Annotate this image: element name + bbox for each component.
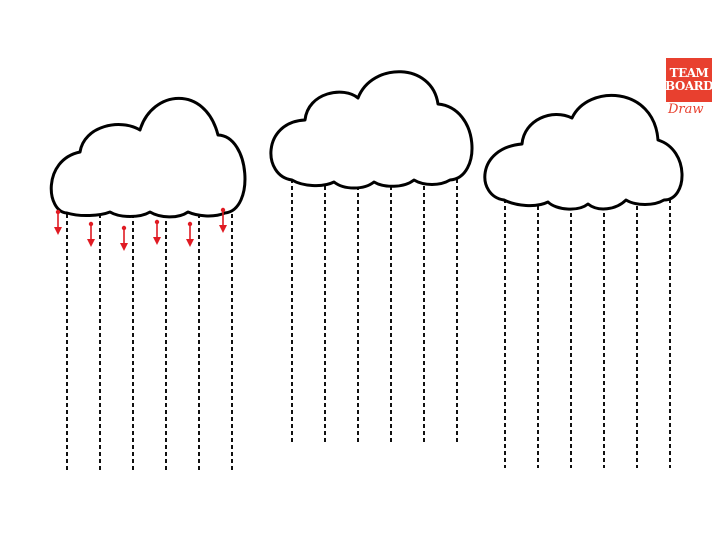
red-drop-arrow-icon bbox=[120, 225, 128, 251]
red-drop-arrow-icon bbox=[186, 221, 194, 247]
teamboard-logo: TEAM BOARD bbox=[665, 58, 714, 102]
left-cloud-drop-arrows bbox=[54, 207, 227, 251]
right-cloud-rain-lines bbox=[504, 192, 671, 468]
left-cloud bbox=[49, 97, 247, 470]
red-drop-arrow-icon bbox=[219, 207, 227, 233]
right-cloud bbox=[483, 94, 684, 468]
center-cloud-rain-lines bbox=[291, 172, 458, 443]
center-cloud bbox=[269, 70, 474, 443]
right-cloud-shape bbox=[483, 94, 684, 211]
red-drop-arrow-icon bbox=[153, 219, 161, 245]
logo-text-board: BOARD bbox=[665, 79, 714, 93]
red-drop-arrow-icon bbox=[87, 221, 95, 247]
red-drop-arrow-icon bbox=[54, 209, 62, 235]
logo-text-team: TEAM bbox=[669, 66, 709, 80]
left-cloud-shape bbox=[49, 97, 247, 219]
logo-script-draw: Draw bbox=[668, 102, 704, 117]
left-cloud-rain-lines bbox=[66, 200, 233, 470]
center-cloud-shape bbox=[269, 70, 474, 190]
